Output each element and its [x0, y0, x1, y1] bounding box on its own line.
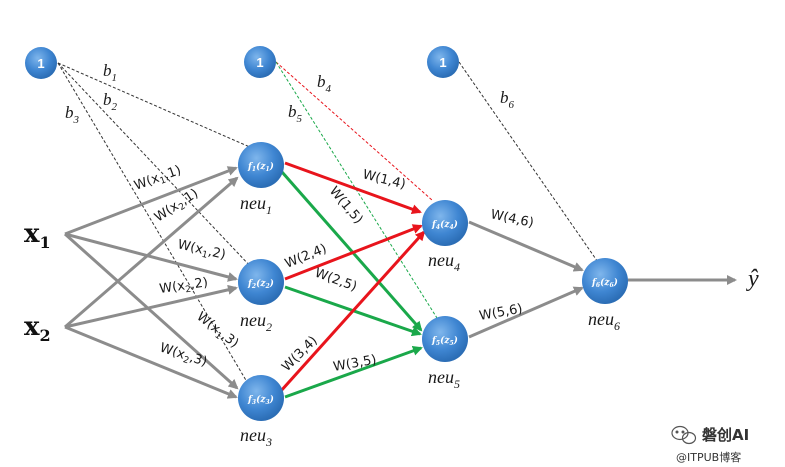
svg-text:f3(z3): f3(z3)	[247, 394, 274, 406]
bias-label: b6	[500, 88, 515, 111]
input-edges	[63, 166, 239, 399]
neuron-6: f6(z6)	[582, 258, 628, 304]
bias-label: b3	[65, 103, 80, 126]
neuron-caption: neu4	[428, 250, 460, 274]
watermark-brand: 磐创AI	[701, 426, 749, 444]
weight-label: W(4,6)	[489, 207, 535, 231]
bias-node-label: 1	[439, 55, 446, 70]
input-label-x2: x2	[24, 312, 51, 345]
edge-n2-n4	[284, 224, 423, 281]
neuron-5: f5(z5)	[422, 316, 468, 362]
edge-x1-n2	[64, 232, 238, 282]
weight-label: W(2,5)	[313, 266, 359, 295]
neuron-2: f2(z2)	[238, 259, 284, 305]
bias-node: 1	[427, 46, 459, 78]
neuron-4: f4(z4)	[422, 200, 468, 246]
bias-node: 1	[25, 47, 57, 79]
edge-x2-n3	[64, 325, 238, 399]
svg-text:f5(z5): f5(z5)	[431, 335, 458, 347]
neuron-caption: neu6	[588, 309, 620, 333]
svg-text:f2(z2): f2(z2)	[247, 278, 274, 290]
edge-x1-n1	[64, 166, 238, 236]
svg-text:f1(z1): f1(z1)	[247, 161, 274, 173]
edge-n3-n5	[284, 346, 423, 399]
edge-n4-n6	[468, 220, 584, 272]
neuron-caption: neu2	[240, 310, 272, 334]
weight-label: W(x1,1)	[132, 163, 184, 196]
edge-n1-n5	[280, 171, 423, 332]
hidden-edges	[278, 161, 426, 399]
bias-node: 1	[244, 46, 276, 78]
edge-x2-n1	[64, 176, 239, 329]
watermark: 磐创AI @ITPUB博客	[671, 425, 749, 464]
bias-label: b5	[288, 102, 303, 125]
svg-text:f4(z4): f4(z4)	[431, 219, 458, 231]
bias-edge-b3	[57, 62, 251, 388]
weight-label: W(x1,3)	[192, 309, 241, 352]
neuron-caption: neu3	[240, 425, 272, 449]
output-edges	[468, 220, 737, 339]
weight-label: W(x2,2)	[158, 275, 209, 299]
edge-x2-n2	[64, 284, 238, 329]
bias-edge-b4	[275, 61, 433, 201]
wechat-icon	[671, 425, 697, 445]
weight-label: W(x1,2)	[176, 237, 227, 265]
edge-n1-n4	[284, 161, 422, 214]
bias-label: b4	[317, 72, 332, 95]
watermark-source: @ITPUB博客	[676, 450, 741, 464]
bias-edge-b1	[57, 62, 253, 149]
bias-node-label: 1	[256, 55, 263, 70]
input-label-x1: x1	[24, 219, 51, 252]
weight-label: W(5,6)	[478, 302, 524, 324]
bias-label: b1	[103, 61, 117, 84]
bias-edges	[57, 61, 601, 388]
output-label: ŷ	[746, 266, 759, 292]
bias-label: b2	[103, 90, 118, 113]
edge-n3-n4	[278, 230, 426, 394]
bias-node-label: 1	[37, 56, 44, 71]
neuron-3: f3(z3)	[238, 375, 284, 421]
neuron-1: f1(z1)	[238, 142, 284, 188]
weight-label: W(x2,3)	[157, 341, 209, 372]
neuron-caption: neu1	[240, 193, 272, 217]
edge-x1-n3	[63, 232, 239, 390]
edge-n5-n6	[468, 286, 584, 339]
neuron-caption: neu5	[428, 367, 460, 391]
svg-text:f6(z6): f6(z6)	[591, 277, 618, 289]
bias-edge-b2	[57, 62, 253, 269]
bias-edge-b6	[458, 61, 601, 266]
weight-label: W(3,5)	[332, 353, 378, 375]
weight-label: W(1,4)	[361, 167, 407, 192]
